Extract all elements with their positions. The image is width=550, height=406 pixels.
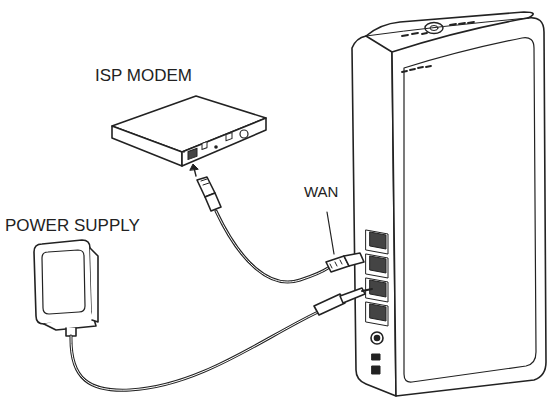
isp-modem <box>112 96 266 166</box>
part-label: ISP MODEM <box>93 67 194 86</box>
power-adapter <box>34 240 98 336</box>
part-label: POWER SUPPLY <box>3 217 142 236</box>
leader-line <box>327 212 334 254</box>
part-label: WAN <box>302 184 340 201</box>
power-cable <box>71 288 372 390</box>
ethernet-cable <box>197 177 364 282</box>
router <box>352 12 546 396</box>
